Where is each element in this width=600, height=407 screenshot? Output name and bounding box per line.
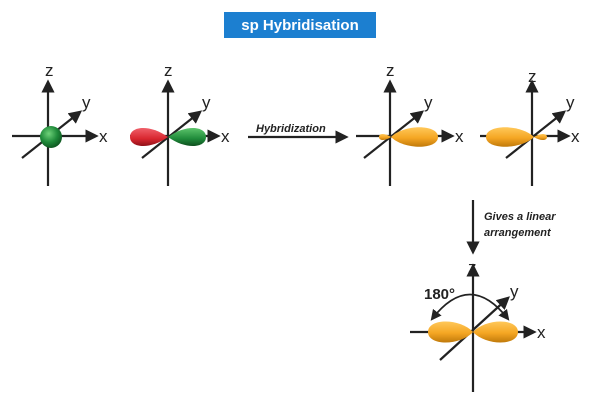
p-orbital-positive-lobe <box>168 127 206 147</box>
bond-angle-arc <box>430 293 510 321</box>
linear-arrangement-label-line2: arrangement <box>484 227 552 239</box>
sp-hybrid-orbital-panel-1: z x y <box>356 61 464 186</box>
y-axis-label: y <box>566 93 575 112</box>
sp-hybrid-orbital-panel-2: z x y <box>480 67 580 186</box>
hybridization-label: Hybridization <box>256 123 326 135</box>
y-axis <box>505 110 567 159</box>
z-axis-label: z <box>528 67 537 86</box>
sp-lobe-left <box>428 321 473 343</box>
sp-large-lobe <box>486 127 534 147</box>
x-axis-label: x <box>221 127 230 146</box>
z-axis-label: z <box>45 61 54 80</box>
y-axis <box>439 296 510 361</box>
y-axis-label: y <box>424 93 433 112</box>
s-orbital-sphere <box>40 126 62 148</box>
linear-arrangement-step: Gives a linear arrangement <box>466 200 556 255</box>
y-axis-label: y <box>510 282 519 301</box>
linear-arrangement-label-line1: Gives a linear <box>484 211 556 223</box>
z-axis-label: z <box>164 61 173 80</box>
z-axis-label: z <box>468 258 477 277</box>
p-orbital-negative-lobe <box>130 127 168 147</box>
y-axis <box>363 110 425 159</box>
sp-lobe-right <box>473 321 518 343</box>
s-orbital-panel: z x y <box>12 61 108 186</box>
linear-sp-orbitals-panel: 180° z x y <box>410 258 546 392</box>
bond-angle-label: 180° <box>424 286 455 303</box>
sp-small-lobe <box>379 134 391 140</box>
x-axis-label: x <box>455 127 464 146</box>
x-axis-label: x <box>537 323 546 342</box>
diagram-title: sp Hybridisation <box>224 12 376 38</box>
hybridization-step: Hybridization <box>248 123 349 144</box>
z-axis-label: z <box>386 61 395 80</box>
sp-large-lobe <box>391 127 438 147</box>
sp-small-lobe <box>534 134 547 140</box>
x-axis-label: x <box>571 127 580 146</box>
x-axis-label: x <box>99 127 108 146</box>
y-axis-label: y <box>82 93 91 112</box>
p-orbital-panel: z x y <box>130 61 230 186</box>
y-axis-label: y <box>202 93 211 112</box>
